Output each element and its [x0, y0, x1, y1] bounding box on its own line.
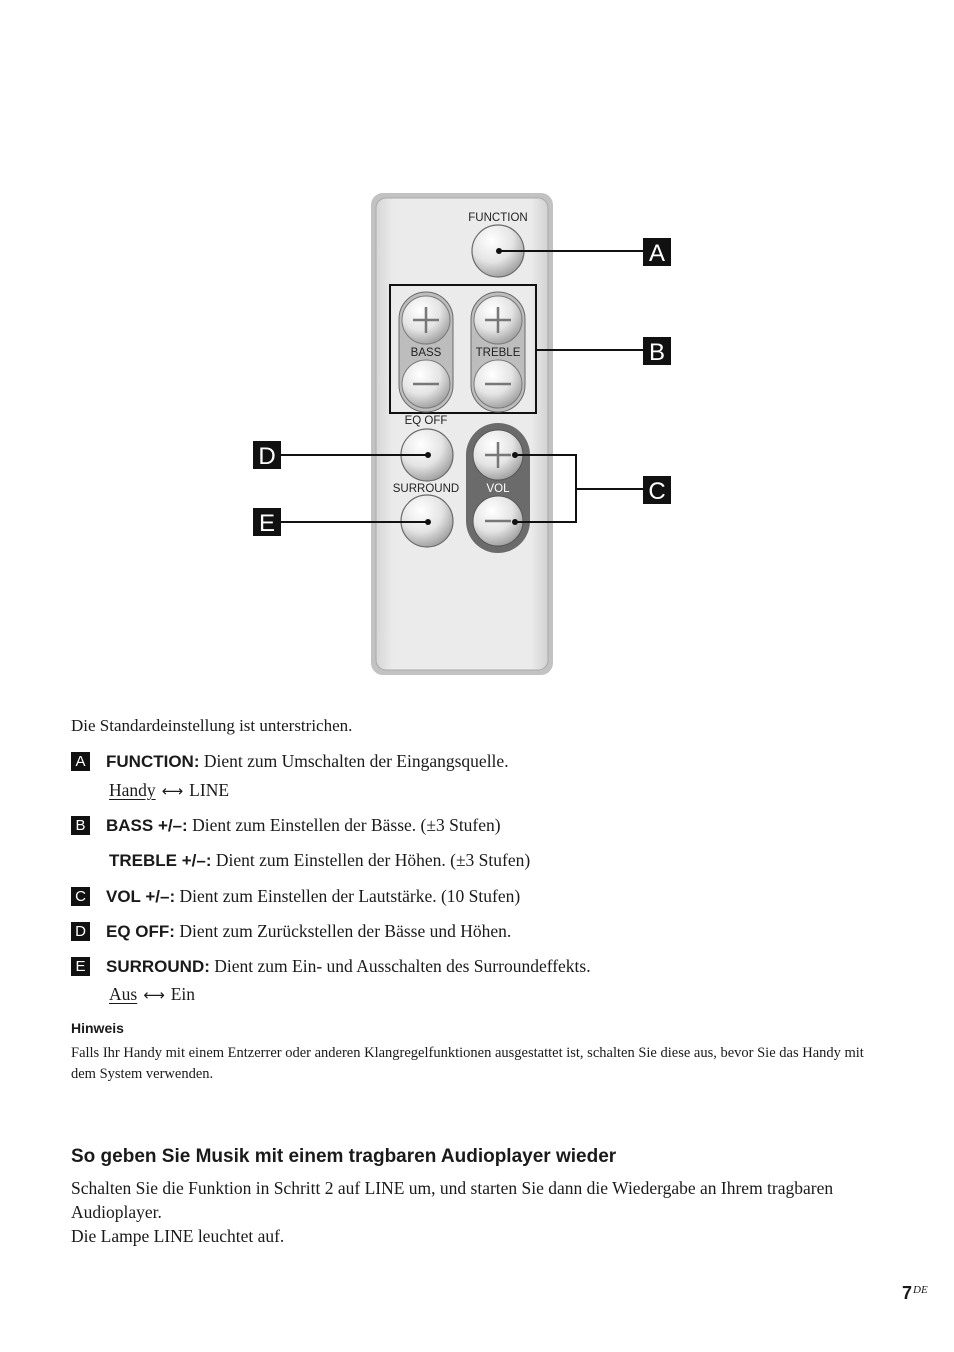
desc-surround: Dient zum Ein- und Ausschalten des Surro… — [209, 956, 591, 976]
treble-rocker[interactable] — [470, 291, 526, 413]
badge-e: E — [71, 957, 90, 976]
desc-eq-off: Dient zum Zurückstellen der Bässe und Hö… — [174, 921, 512, 941]
term-eq-off: EQ OFF: — [106, 922, 175, 941]
callout-e: E — [253, 508, 281, 537]
callout-a: A — [643, 238, 671, 267]
callout-d: D — [253, 441, 281, 470]
page-number: 7DE — [902, 1283, 928, 1304]
bass-rocker[interactable] — [398, 291, 454, 413]
callout-b: B — [643, 337, 671, 366]
section-paragraph: Schalten Sie die Funktion in Schritt 2 a… — [71, 1176, 871, 1248]
vol-plus-icon — [485, 442, 511, 468]
badge-a: A — [71, 752, 90, 771]
callout-c: C — [643, 476, 671, 505]
item-treble: TREBLE +/–: Dient zum Einstellen der Höh… — [109, 850, 530, 871]
desc-function: Dient zum Umschalten der Eingangsquelle. — [199, 751, 509, 771]
section-heading: So geben Sie Musik mit einem tragbaren A… — [71, 1146, 617, 1167]
section-paragraph-2: Die Lampe LINE leuchtet auf. — [71, 1226, 285, 1246]
treble-plus-icon — [485, 307, 511, 333]
option-other: LINE — [189, 780, 230, 800]
term-surround: SURROUND: — [106, 957, 210, 976]
leader-lines — [281, 250, 643, 523]
function-label: FUNCTION — [468, 212, 527, 224]
double-arrow-icon: ⟷ — [161, 782, 184, 800]
item-function: A FUNCTION: Dient zum Umschalten der Eing… — [71, 751, 509, 772]
double-arrow-icon: ⟷ — [143, 986, 165, 1004]
svg-text:C: C — [648, 478, 665, 505]
intro-text: Die Standardeinstellung ist unterstriche… — [71, 716, 353, 735]
svg-text:A: A — [649, 240, 665, 267]
svg-text:E: E — [259, 510, 275, 537]
svg-text:D: D — [258, 443, 275, 470]
vol-rocker[interactable] — [466, 423, 530, 553]
note-heading: Hinweis — [71, 1020, 124, 1036]
desc-treble: Dient zum Einstellen der Höhen. (±3 Stuf… — [211, 850, 531, 870]
term-treble: TREBLE +/–: — [109, 851, 212, 870]
item-bass: B BASS +/–: Dient zum Einstellen der Bäss… — [71, 815, 501, 836]
remote-body — [371, 193, 553, 675]
bass-plus-icon — [413, 307, 439, 333]
function-button[interactable] — [471, 224, 525, 278]
item-eq-off: D EQ OFF: Dient zum Zurückstellen der Bäs… — [71, 921, 511, 942]
option-default: Handy — [109, 780, 156, 800]
item-vol: C VOL +/–: Dient zum Einstellen der Lauts… — [71, 886, 520, 907]
eq-off-label: EQ OFF — [405, 415, 448, 427]
section-paragraph-1: Schalten Sie die Funktion in Schritt 2 a… — [71, 1178, 834, 1222]
page-number-value: 7 — [902, 1283, 913, 1303]
badge-c: C — [71, 887, 90, 906]
badge-b: B — [71, 816, 90, 835]
option-surround: Aus ⟷ Ein — [109, 984, 195, 1005]
bass-label: BASS — [411, 347, 442, 359]
svg-text:B: B — [649, 339, 665, 366]
surround-label: SURROUND — [393, 483, 459, 495]
desc-bass: Dient zum Einstellen der Bässe. (±3 Stuf… — [187, 815, 501, 835]
term-bass: BASS +/–: — [106, 816, 188, 835]
treble-label: TREBLE — [476, 347, 521, 359]
option-other: Ein — [170, 984, 196, 1004]
vol-label: VOL — [486, 483, 510, 495]
remote-control-diagram: FUNCTION BASS TREBLE EQ OFF SURROUND — [253, 193, 671, 675]
note-text: Falls Ihr Handy mit einem Entzerrer oder… — [71, 1045, 864, 1082]
page-language-suffix: DE — [913, 1284, 928, 1296]
term-function: FUNCTION: — [106, 752, 200, 771]
option-function: Handy ⟷ LINE — [109, 780, 229, 801]
desc-vol: Dient zum Einstellen der Lautstärke. (10… — [175, 886, 521, 906]
term-vol: VOL +/–: — [106, 887, 176, 906]
badge-d: D — [71, 922, 90, 941]
item-surround: E SURROUND: Dient zum Ein- und Ausschalte… — [71, 956, 591, 977]
option-default: Aus — [109, 984, 138, 1004]
